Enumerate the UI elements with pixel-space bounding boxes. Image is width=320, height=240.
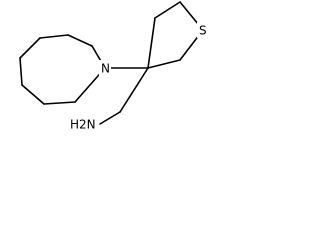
ring-bond-ca-cb: [154, 1, 181, 19]
amine-group-label: H2N: [70, 118, 96, 132]
ring-bond-c3-c4: [19, 37, 41, 59]
molecule-structure-diagram: N S H2N: [19, 1, 209, 133]
ring-bond-cq-ca: [147, 17, 156, 69]
sulfur-atom-label: S: [199, 24, 207, 38]
ring-bond-c5-c6: [21, 84, 45, 105]
azocane-ring: [19, 34, 106, 105]
bond-ch2-nh2: [99, 111, 121, 125]
nitrogen-label-bg: [99, 60, 111, 76]
nitrogen-atom-label: N: [101, 62, 110, 76]
ring-bond-c6-c7: [43, 101, 76, 105]
ring-bond-cc-cq: [147, 59, 181, 69]
bond-cq-ch2: [119, 67, 149, 113]
ring-bond-c1-c2: [67, 34, 93, 47]
ring-bond-c2-c3: [39, 34, 69, 39]
sulfur-label-bg: [197, 22, 209, 38]
amine-label-bg: [68, 116, 98, 133]
thiolane-ring: [147, 1, 204, 69]
ring-bond-c4-c5: [19, 57, 23, 86]
